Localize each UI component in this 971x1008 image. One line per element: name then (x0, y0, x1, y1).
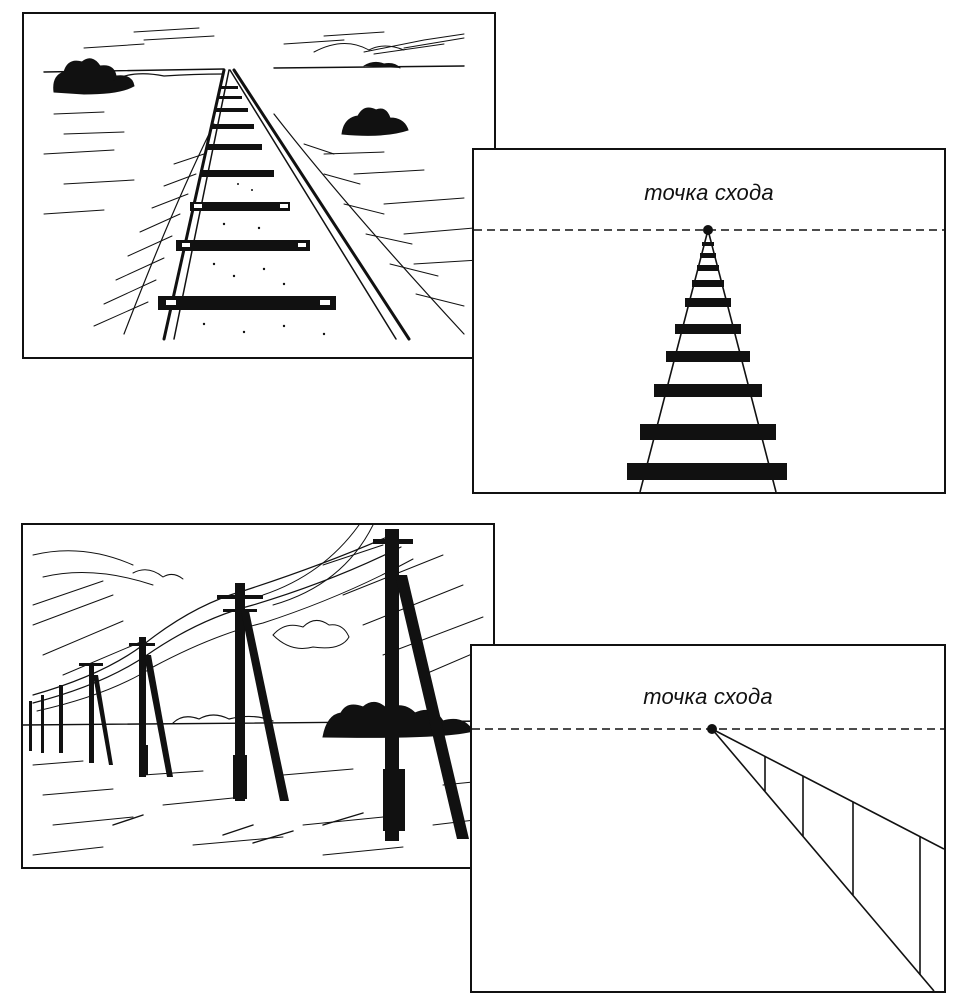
poles-perspective-drawing (472, 724, 944, 991)
top-convergence-line (711, 728, 944, 850)
sleeper (640, 424, 776, 440)
railway-illustration-panel (22, 12, 496, 359)
sleeper (675, 324, 741, 334)
vanishing-point-label: точка схода (643, 684, 773, 709)
sleeper (685, 298, 731, 307)
sleeper (654, 384, 762, 397)
sleeper (702, 242, 714, 246)
sleeper (697, 265, 719, 271)
sleeper (627, 463, 787, 480)
sleeper (666, 351, 750, 362)
sleeper (692, 280, 724, 287)
bottom-convergence-line (711, 728, 935, 991)
vanishing-point-label: точка схода (644, 180, 774, 205)
poles-illustration (23, 525, 493, 856)
railway-perspective-drawing (474, 225, 944, 492)
railway-perspective-diagram: точка схода (472, 148, 946, 494)
poles-illustration-panel (21, 523, 495, 869)
vanishing-point (703, 225, 713, 235)
railway-illustration (43, 27, 480, 341)
sleeper (700, 253, 716, 258)
vanishing-point (707, 724, 717, 734)
poles-perspective-diagram: точка схода (470, 644, 946, 993)
